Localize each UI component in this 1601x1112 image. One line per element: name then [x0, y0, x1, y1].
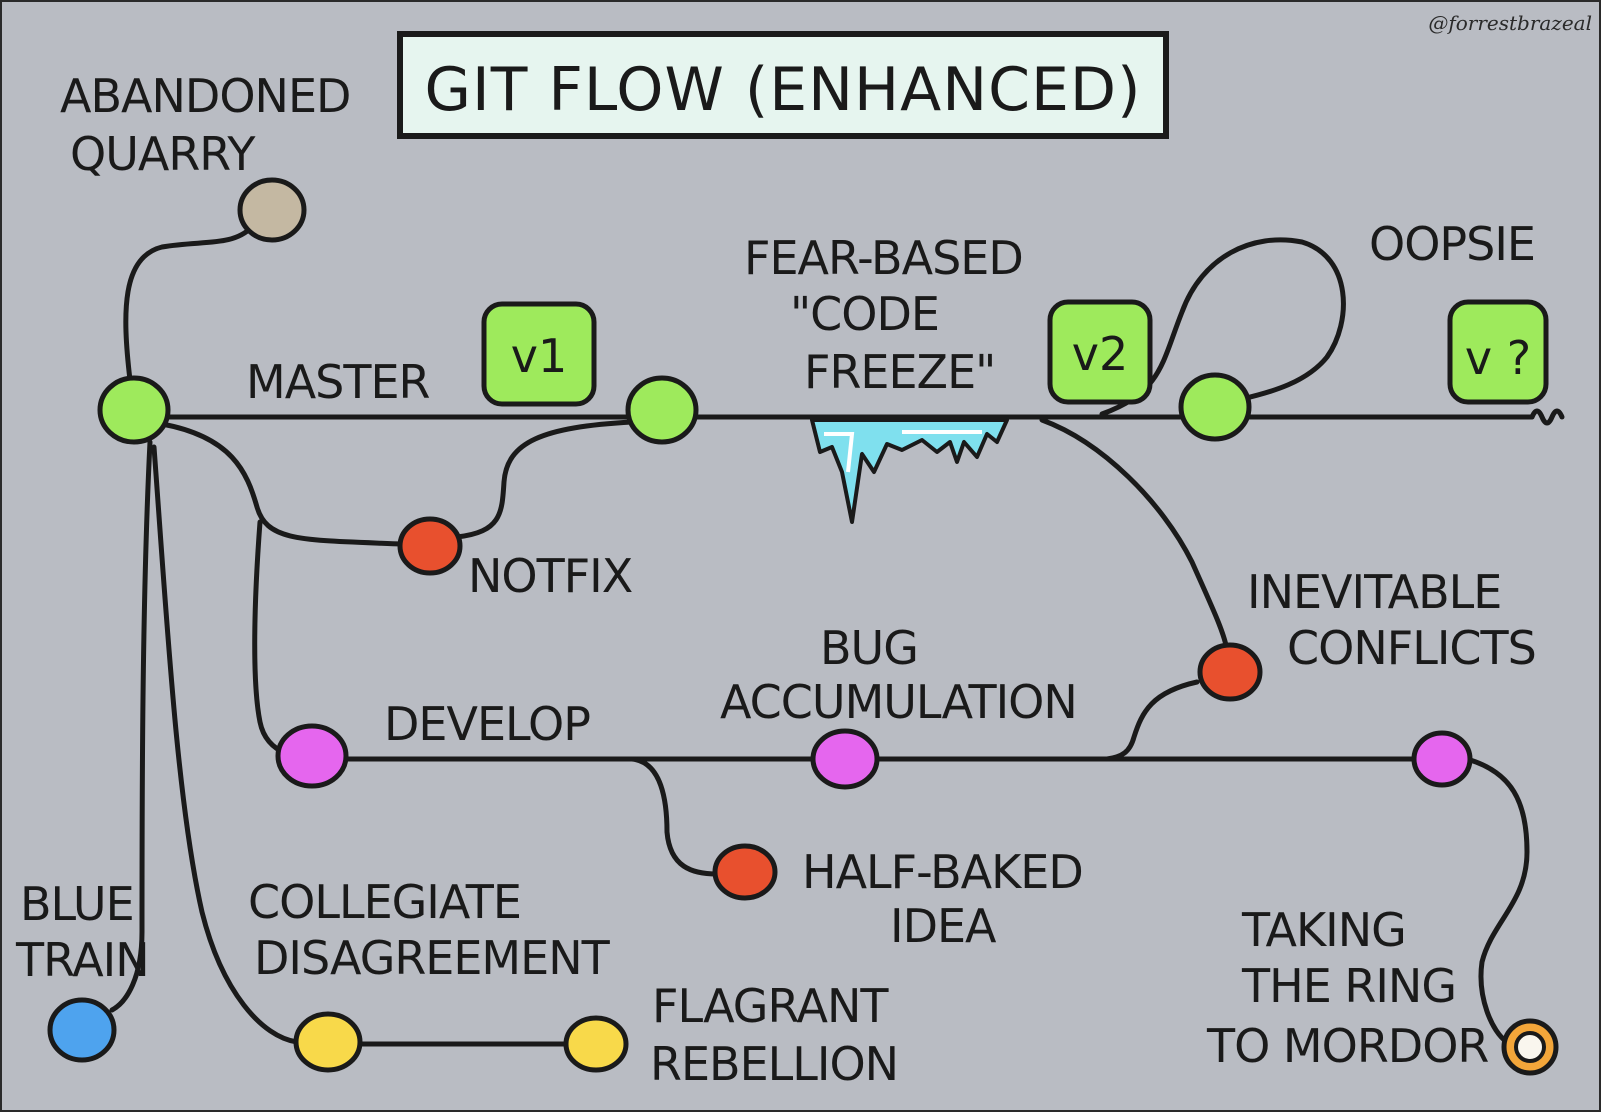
branch-lines — [109, 224, 1565, 1047]
master-squiggle — [1529, 408, 1565, 426]
halfbaked-branch-line — [629, 756, 720, 877]
label-collegiate-1: COLLEGIATE — [248, 875, 521, 929]
notfix-node — [397, 516, 463, 576]
halfbaked-node — [712, 843, 778, 901]
label-freeze-2: "CODE — [790, 287, 939, 341]
tag-v1: v1 — [481, 301, 597, 407]
label-develop: DEVELOP — [384, 697, 590, 751]
commit-nodes — [47, 177, 1559, 1076]
label-master: MASTER — [246, 355, 430, 409]
tag-v2-text: v2 — [1072, 327, 1129, 381]
label-oopsie: OOPSIE — [1369, 217, 1535, 271]
label-notfix: NOTFIX — [468, 549, 633, 603]
tag-v2: v2 — [1047, 299, 1153, 405]
label-halfbaked-1: HALF-BAKED — [802, 845, 1083, 899]
label-conflicts-2: CONFLICTS — [1287, 621, 1536, 675]
ring-node — [1501, 1018, 1559, 1076]
label-bug-2: ACCUMULATION — [720, 675, 1077, 729]
label-blue-1: BLUE — [20, 877, 134, 931]
master-node-2 — [625, 375, 699, 445]
mordor-branch-line — [1464, 756, 1530, 1045]
quarry-node — [237, 177, 307, 243]
code-freeze-icicles — [810, 418, 1009, 524]
quarry-branch-line — [123, 224, 255, 383]
label-mordor-1: TAKING — [1241, 903, 1406, 957]
label-mordor-2: THE RING — [1241, 959, 1456, 1013]
icicle-highlight — [824, 430, 982, 473]
label-halfbaked-2: IDEA — [890, 899, 997, 953]
collegiate-node — [293, 1011, 363, 1073]
label-abandoned-1: ABANDONED — [60, 69, 350, 123]
develop-node-1 — [275, 723, 349, 789]
labels: ABANDONED QUARRY MASTER FEAR-BASED "CODE… — [15, 69, 1537, 1091]
label-bug-1: BUG — [820, 621, 918, 675]
develop-node-2 — [810, 728, 880, 790]
label-blue-2: TRAIN — [15, 933, 149, 987]
conflicts-merge-line — [1104, 679, 1200, 762]
notfix-merge-line — [454, 419, 635, 540]
title-text: GIT FLOW (ENHANCED) — [425, 55, 1142, 125]
label-abandoned-2: QUARRY — [70, 127, 256, 181]
label-freeze-3: FREEZE" — [804, 345, 995, 399]
notfix-branch-line — [159, 421, 405, 547]
collegiate-branch-line — [151, 444, 300, 1045]
tag-v1-text: v1 — [511, 329, 568, 383]
label-flagrant-1: FLAGRANT — [652, 979, 889, 1033]
flagrant-node — [563, 1015, 629, 1073]
oopsie-loop-line — [1099, 237, 1346, 417]
label-freeze-1: FEAR-BASED — [744, 231, 1023, 285]
credit-text: @forrestbrazeal — [1428, 11, 1592, 35]
title-box: GIT FLOW (ENHANCED) — [397, 31, 1169, 139]
develop-node-3 — [1411, 730, 1473, 788]
bluetrain-branch-line — [109, 439, 153, 1013]
conflicts-branch-line — [1039, 417, 1230, 653]
label-mordor-3: TO MORDOR — [1206, 1019, 1488, 1073]
develop-branch-line — [252, 519, 290, 757]
tag-v-unknown-text: v ? — [1465, 331, 1531, 385]
conflicts-node — [1197, 642, 1263, 702]
bluetrain-node — [47, 997, 117, 1063]
master-node-3 — [1178, 372, 1252, 442]
label-collegiate-2: DISAGREEMENT — [254, 931, 611, 985]
tag-v-unknown: v ? — [1447, 299, 1549, 405]
label-flagrant-2: REBELLION — [650, 1037, 898, 1091]
label-conflicts-1: INEVITABLE — [1247, 565, 1501, 619]
master-node-1 — [97, 375, 171, 445]
icicle-shape — [810, 418, 1009, 524]
